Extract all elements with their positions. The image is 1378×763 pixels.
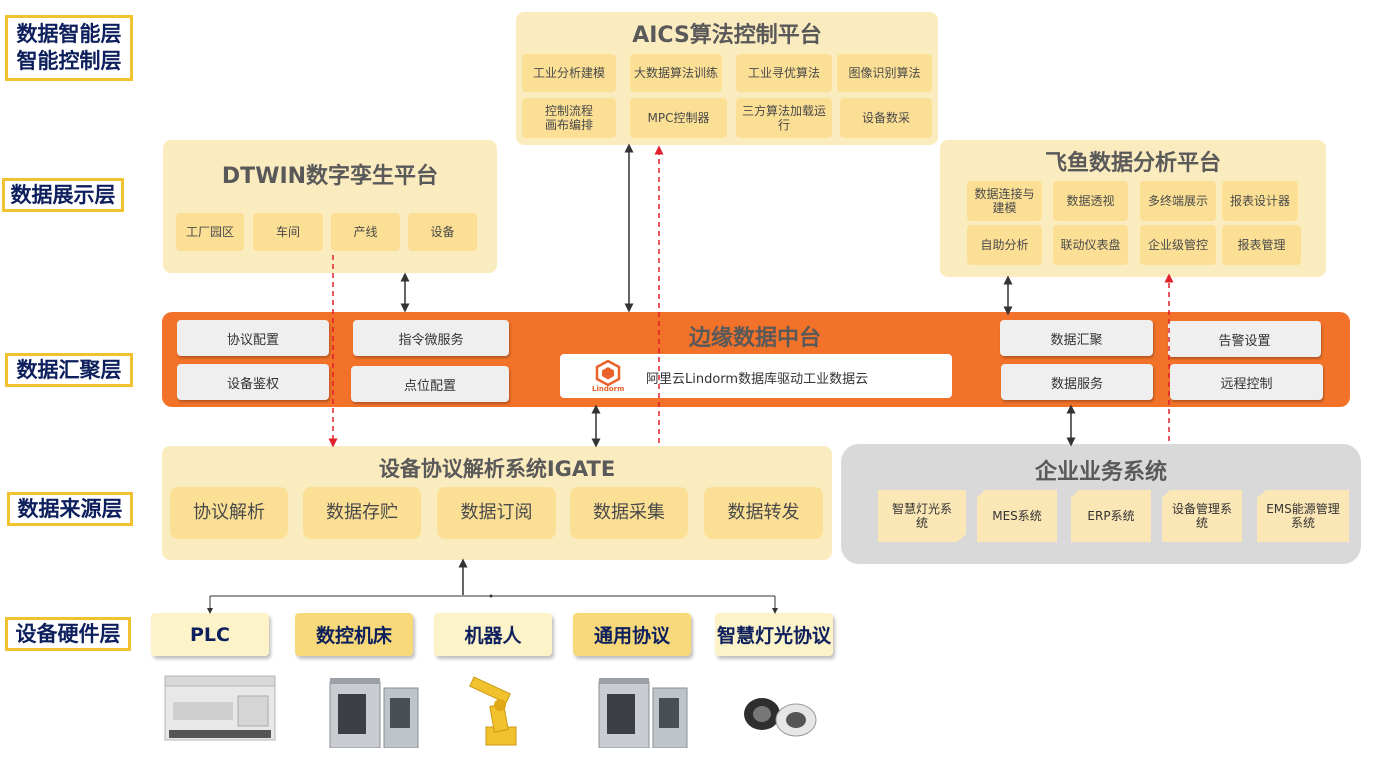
lindorm-text: 阿里云Lindorm数据库驱动工业数据云 [646, 372, 869, 387]
cnc-machine-image [329, 678, 419, 748]
igate-chip-3: 数据订阅 [437, 487, 556, 539]
edge-chip-device-auth: 设备鉴权 [177, 364, 329, 400]
hardware-label-robot: 机器人 [434, 613, 552, 656]
dtwin-chip-3: 产线 [331, 213, 400, 251]
aics-chip-6: MPC控制器 [630, 98, 727, 138]
aics-chip-7: 三方算法加载运 行 [736, 98, 832, 138]
plc-device-image [164, 675, 276, 741]
enterprise-title: 企业业务系统 [1034, 460, 1167, 485]
feiyu-chip-4: 报表设计器 [1222, 181, 1298, 221]
enterprise-chip-ems: EMS能源管理 系统 [1257, 490, 1349, 542]
feiyu-chip-6: 联动仪表盘 [1053, 225, 1128, 265]
edge-chip-data-service: 数据服务 [1001, 364, 1153, 400]
edge-chip-command-service: 指令微服务 [353, 320, 509, 356]
dtwin-chip-2: 车间 [253, 213, 323, 251]
enterprise-chip-erp: ERP系统 [1071, 490, 1151, 542]
feiyu-title: 飞鱼数据分析平台 [1044, 151, 1221, 176]
hardware-label-protocol: 通用协议 [573, 613, 691, 656]
edge-chip-remote-control: 远程控制 [1170, 364, 1323, 400]
enterprise-chip-mes: MES系统 [977, 490, 1057, 542]
aics-chip-4: 图像识别算法 [837, 54, 932, 92]
feiyu-chip-5: 自助分析 [967, 225, 1042, 265]
dtwin-chip-4: 设备 [408, 213, 477, 251]
layer-label-aggregation: 数据汇聚层 [5, 353, 133, 387]
igate-chip-2: 数据存贮 [303, 487, 421, 539]
igate-chip-5: 数据转发 [704, 487, 823, 539]
aics-chip-3: 工业寻优算法 [736, 54, 832, 92]
hardware-label-plc: PLC [151, 613, 269, 656]
layer-label-intelligence-line1: 数据智能层 [16, 22, 122, 46]
aics-chip-1: 工业分析建模 [522, 54, 616, 92]
layer-label-display: 数据展示层 [2, 178, 124, 212]
dtwin-chip-1: 工厂园区 [176, 213, 244, 251]
edge-title-label: 边缘数据中台 [688, 326, 821, 351]
igate-title: 设备协议解析系统IGATE [378, 457, 616, 481]
feiyu-chip-7: 企业级管控 [1140, 225, 1216, 265]
dtwin-title: DTWIN数字孪生平台 [221, 164, 439, 189]
aics-chip-2: 大数据算法训练 [630, 54, 722, 92]
enterprise-chip-device-mgmt: 设备管理系 统 [1162, 490, 1242, 542]
lindorm-logo-icon [595, 359, 621, 387]
igate-chip-4: 数据采集 [570, 487, 688, 539]
hardware-label-lighting: 智慧灯光协议 [715, 613, 833, 656]
aics-chip-8: 设备数采 [840, 98, 932, 138]
lindorm-box: Lindorm 阿里云Lindorm数据库驱动工业数据云 [560, 354, 952, 398]
layer-label-hardware: 设备硬件层 [5, 617, 131, 651]
igate-chip-1: 协议解析 [170, 487, 288, 539]
layer-label-source: 数据来源层 [7, 492, 133, 526]
feiyu-chip-8: 报表管理 [1222, 225, 1301, 265]
layer-label-intelligence-line2: 智能控制层 [16, 49, 122, 73]
enterprise-chip-lighting: 智慧灯光系 统 [878, 490, 966, 542]
feiyu-chip-1: 数据连接与 建模 [967, 181, 1042, 221]
edge-chip-point-config: 点位配置 [351, 366, 509, 402]
aics-title: AICS算法控制平台 [632, 23, 822, 48]
feiyu-chip-2: 数据透视 [1053, 181, 1128, 221]
lindorm-logo-text: Lindorm [592, 385, 625, 393]
lindorm-logo: Lindorm [588, 359, 628, 394]
smart-light-image [744, 698, 817, 737]
edge-chip-protocol-config: 协议配置 [177, 320, 329, 356]
layer-label-intelligence: 数据智能层 智能控制层 [5, 15, 133, 81]
edge-chip-data-aggregation: 数据汇聚 [1000, 320, 1153, 356]
cnc-machine-image-2 [598, 678, 688, 748]
feiyu-chip-3: 多终端展示 [1140, 181, 1216, 221]
hardware-label-cnc: 数控机床 [295, 613, 413, 656]
aics-chip-5: 控制流程 画布编排 [522, 98, 616, 138]
robot-arm-image [469, 676, 517, 746]
edge-chip-alarm-settings: 告警设置 [1168, 321, 1321, 357]
